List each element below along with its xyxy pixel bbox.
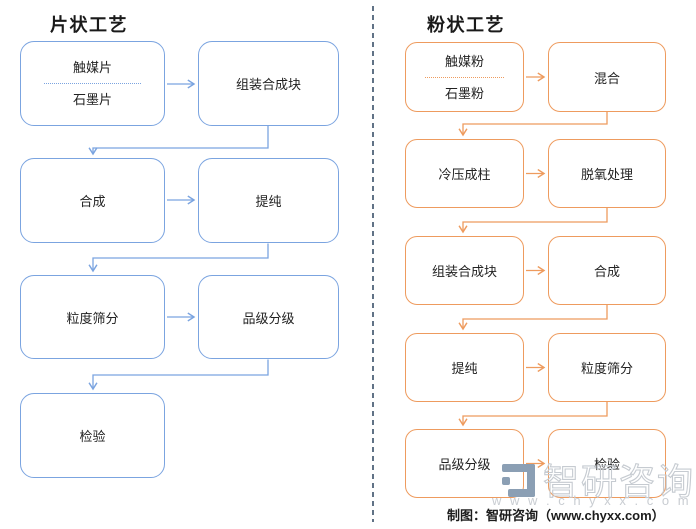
flow-box-right-press: 冷压成柱 bbox=[405, 139, 524, 208]
flow-box-right-grade: 品级分级 bbox=[405, 429, 524, 498]
right-source-bottom-label: 石墨粉 bbox=[444, 85, 484, 101]
left-flow-arrows bbox=[93, 84, 269, 390]
flow-box-left-source: 触媒片 石墨片 bbox=[20, 41, 165, 126]
flow-box-right-sieve: 粒度筛分 bbox=[548, 333, 666, 402]
arrow-left-purify-to-sieve bbox=[93, 243, 269, 272]
flow-box-right-source: 触媒粉 石墨粉 bbox=[405, 42, 524, 112]
arrow-left-assemble-to-synthesis bbox=[93, 126, 269, 154]
flow-box-left-assemble: 组装合成块 bbox=[198, 41, 339, 126]
flow-box-left-purify: 提纯 bbox=[198, 158, 339, 243]
arrow-right-deoxy-to-assemble bbox=[463, 208, 608, 232]
flow-box-left-sieve: 粒度筛分 bbox=[20, 275, 165, 359]
flow-box-left-inspect: 检验 bbox=[20, 393, 165, 478]
flow-box-right-purify: 提纯 bbox=[405, 333, 524, 402]
flow-box-right-mix: 混合 bbox=[548, 42, 666, 112]
flow-box-left-grade: 品级分级 bbox=[198, 275, 339, 359]
right-source-dotted-divider bbox=[424, 76, 505, 78]
arrow-left-grade-to-inspect bbox=[93, 359, 269, 390]
flow-box-right-deoxy: 脱氧处理 bbox=[548, 139, 666, 208]
flow-box-left-synthesis: 合成 bbox=[20, 158, 165, 243]
right-flow-arrows bbox=[463, 77, 608, 464]
right-source-top-label: 触媒粉 bbox=[444, 53, 484, 69]
arrow-right-mix-to-press bbox=[463, 112, 608, 135]
right-process-title: 粉状工艺 bbox=[427, 15, 505, 35]
footer-credit-text: 制图：智研咨询（www.chyxx.com） bbox=[447, 508, 665, 523]
arrow-right-synthesis-to-purify bbox=[463, 305, 608, 329]
left-source-top-label: 触媒片 bbox=[72, 60, 112, 75]
arrow-right-sieve-to-grade bbox=[463, 402, 608, 425]
flow-box-right-synthesis: 合成 bbox=[548, 236, 666, 305]
flow-box-right-assemble: 组装合成块 bbox=[405, 236, 524, 305]
left-process-title: 片状工艺 bbox=[50, 15, 128, 35]
left-source-bottom-label: 石墨片 bbox=[72, 92, 112, 107]
flow-box-right-inspect: 检验 bbox=[548, 429, 666, 498]
left-source-dotted-divider bbox=[43, 83, 142, 84]
